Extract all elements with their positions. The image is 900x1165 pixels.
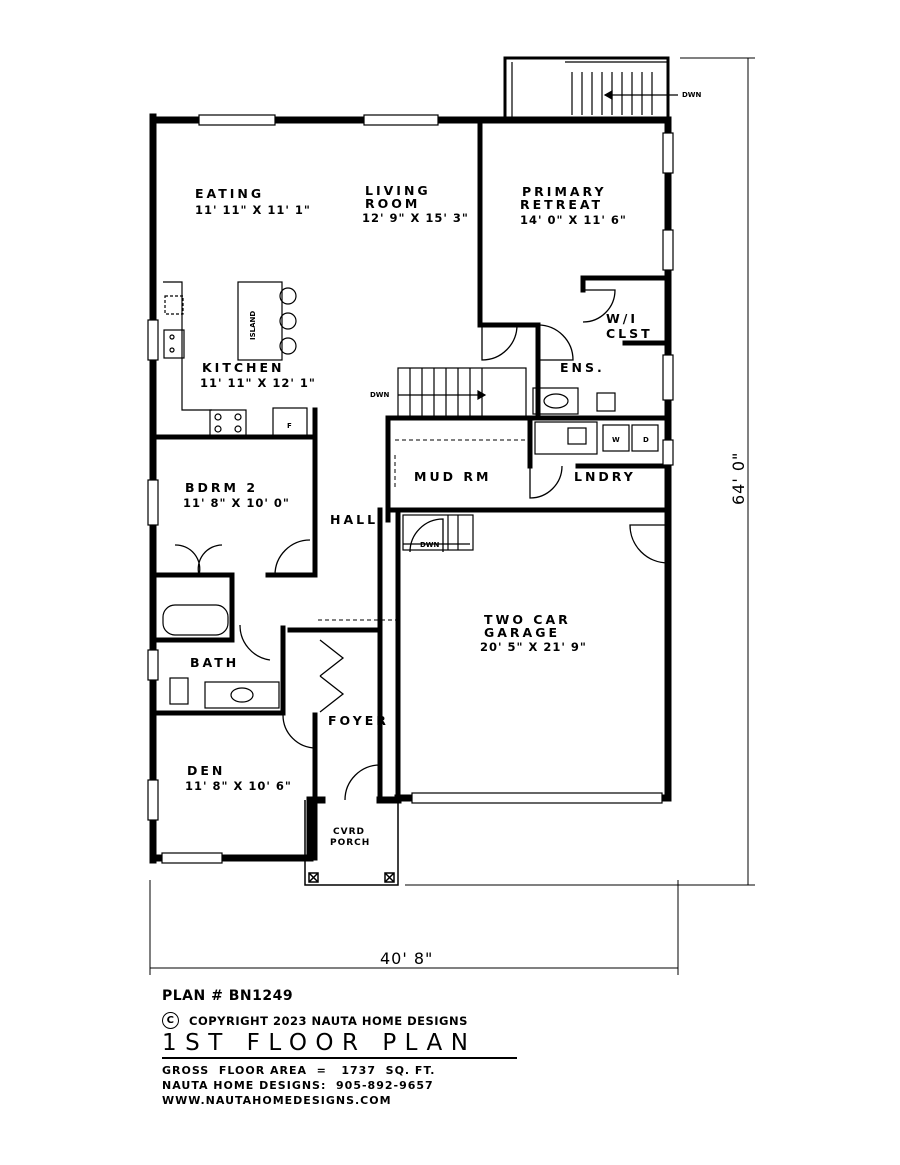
kitchen-dims: 11' 11" X 12' 1" bbox=[200, 376, 316, 390]
foyer-label: FOYER bbox=[328, 713, 389, 728]
room-labels: EATING 11' 11" X 11' 1" LIVING ROOM 12' … bbox=[183, 183, 653, 848]
gross-floor-area: GROSS FLOOR AREA = 1737 SQ. FT. bbox=[162, 1064, 436, 1077]
hall-label: HALL bbox=[330, 512, 378, 527]
living-label-2: ROOM bbox=[365, 196, 420, 211]
living-label: LIVING bbox=[365, 183, 431, 198]
interior-stairs bbox=[397, 367, 527, 551]
rear-deck-stairs bbox=[503, 56, 678, 122]
bedroom2-label: BDRM 2 bbox=[185, 480, 258, 495]
windows bbox=[147, 114, 674, 864]
primary-label-2: RETREAT bbox=[520, 197, 603, 212]
island-label: ISLAND bbox=[249, 311, 257, 340]
wi-closet-label: W/I bbox=[606, 311, 638, 326]
porch-label: CVRD bbox=[333, 827, 365, 837]
primary-label: PRIMARY bbox=[522, 184, 607, 199]
doors bbox=[174, 289, 669, 801]
basement-stair-label: DWN bbox=[370, 391, 390, 399]
dimension-lines bbox=[149, 57, 755, 975]
den-label: DEN bbox=[187, 763, 225, 778]
overall-width: 40' 8" bbox=[380, 949, 433, 968]
laundry-label: LNDRY bbox=[574, 469, 636, 484]
porch-label-2: PORCH bbox=[330, 838, 370, 848]
garage-dims: 20' 5" X 21' 9" bbox=[480, 640, 587, 654]
primary-dims: 14' 0" X 11' 6" bbox=[520, 213, 627, 227]
mudroom-label: MUD RM bbox=[414, 469, 491, 484]
garage-stair-label: DWN bbox=[420, 541, 440, 549]
garage-label: TWO CAR bbox=[484, 612, 571, 627]
living-dims: 12' 9" X 15' 3" bbox=[362, 211, 469, 225]
copyright-text: COPYRIGHT 2023 NAUTA HOME DESIGNS bbox=[189, 1013, 468, 1028]
garage-label-2: GARAGE bbox=[484, 625, 560, 640]
fixture-symbols: F W D DWN DWN DWN bbox=[287, 91, 702, 549]
kitchen-label: KITCHEN bbox=[202, 360, 285, 375]
bedroom2-dims: 11' 8" X 10' 0" bbox=[183, 496, 290, 510]
deck-stair-label: DWN bbox=[682, 91, 702, 99]
den-dims: 11' 8" X 10' 6" bbox=[185, 779, 292, 793]
ensuite-label: ENS. bbox=[560, 360, 605, 375]
company-website: WWW.NAUTAHOMEDESIGNS.COM bbox=[162, 1094, 392, 1107]
openings bbox=[318, 439, 528, 621]
plan-title: 1ST FLOOR PLAN bbox=[162, 1030, 517, 1059]
overall-depth: 64' 0" bbox=[729, 452, 748, 505]
washer-symbol: W bbox=[612, 436, 620, 444]
covered-porch bbox=[304, 800, 399, 886]
bath-label: BATH bbox=[190, 655, 239, 670]
wi-closet-label-2: CLST bbox=[606, 326, 653, 341]
copyright-icon: C bbox=[162, 1012, 179, 1029]
copyright-row: C COPYRIGHT 2023 NAUTA HOME DESIGNS bbox=[162, 1012, 468, 1029]
eating-dims: 11' 11" X 11' 1" bbox=[195, 203, 311, 217]
fridge-symbol: F bbox=[287, 422, 292, 430]
floor-plan: EATING 11' 11" X 11' 1" LIVING ROOM 12' … bbox=[147, 56, 755, 975]
dryer-symbol: D bbox=[643, 436, 649, 444]
company-phone: NAUTA HOME DESIGNS: 905-892-9657 bbox=[162, 1079, 434, 1092]
plan-number: PLAN # BN1249 bbox=[162, 988, 294, 1004]
eating-label: EATING bbox=[195, 186, 264, 201]
kitchen-fixtures bbox=[162, 281, 659, 709]
